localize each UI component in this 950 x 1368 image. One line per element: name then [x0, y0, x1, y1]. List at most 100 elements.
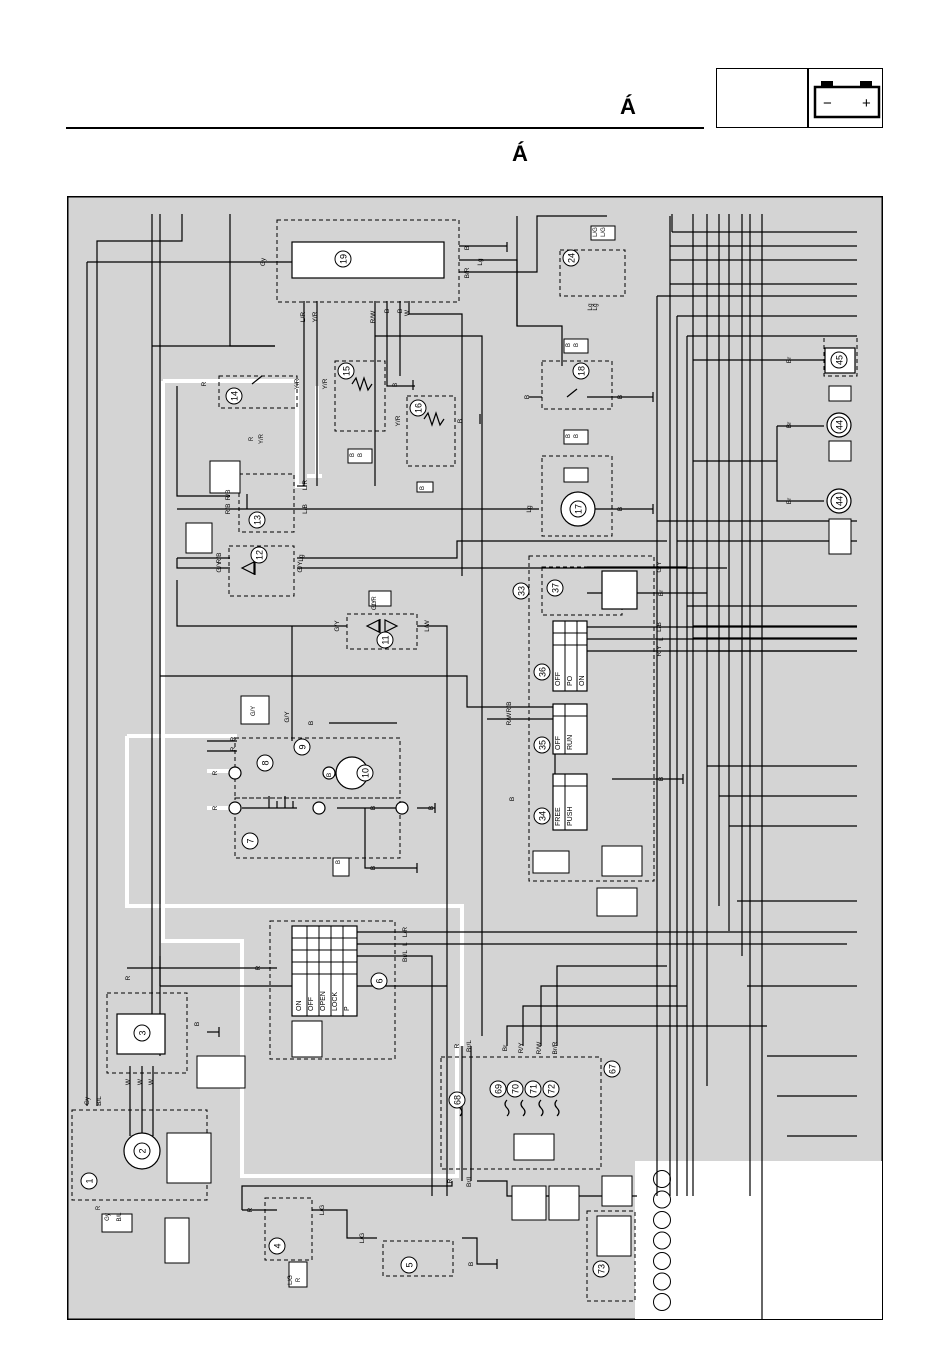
component-number: 45: [835, 355, 845, 365]
component-badge: 44: [830, 416, 848, 434]
legend-circle: [653, 1272, 671, 1291]
component-number: 67: [608, 1064, 618, 1074]
wire-color-label: G/Y: [334, 620, 341, 632]
component-number: 18: [577, 366, 587, 376]
connector-pin-label: L/G: [593, 227, 599, 237]
header-rule: [66, 127, 704, 129]
component-number: 44: [835, 496, 845, 506]
component-badge: 5: [400, 1256, 418, 1274]
wire-color-label: R: [454, 1043, 461, 1048]
component-badge: 10: [356, 764, 374, 782]
component-number: 2: [138, 1148, 148, 1153]
wire-color-label: L/G: [319, 1205, 326, 1215]
connector-blocks: [101, 225, 852, 1288]
wire-color-label: Y/R: [312, 311, 319, 322]
wire-color-label: Br/L: [402, 950, 409, 962]
component-badge: 4: [268, 1237, 286, 1255]
wire-color-label: Lg: [587, 303, 594, 311]
connector-pin-label: B: [574, 343, 580, 347]
component-badge: 8: [256, 754, 274, 772]
legend-circle: [653, 1293, 671, 1311]
wire-color-label: B: [524, 395, 531, 399]
connector-pin-label: R: [249, 436, 255, 441]
wire-color-label: R/W: [506, 712, 513, 726]
switch-position-label: FREE: [555, 807, 562, 826]
wire-color-label: Br/L: [466, 1040, 473, 1052]
component-badge: 18: [572, 362, 590, 380]
component-number: 6: [375, 978, 385, 983]
component-number: 72: [547, 1084, 557, 1094]
wire-color-label: Br: [786, 421, 793, 428]
connector-pin-label: L/G: [601, 227, 607, 237]
wire-color-label: R/W: [536, 1041, 543, 1055]
wire-color-label: L/W: [424, 619, 431, 631]
wire-color-label: Br: [658, 589, 665, 596]
component-number: 71: [529, 1084, 539, 1094]
component-number: 33: [517, 586, 527, 596]
legend-panel: [635, 1161, 882, 1319]
ground-symbols: [218, 242, 684, 1269]
component-number: 8: [261, 760, 271, 765]
connector-pin-label: B: [566, 434, 572, 438]
switch-position-label: PO: [567, 675, 574, 686]
wire-color-label: B: [509, 797, 516, 801]
component-badge: 37: [546, 579, 564, 597]
wire-color-label: Lg: [592, 303, 599, 311]
wire-color-label: L/G: [359, 1233, 366, 1243]
wire-color-label: B: [617, 395, 624, 399]
battery-minus: −: [823, 95, 832, 112]
component-badge: 12: [250, 546, 268, 564]
switch-position-label: OFF: [555, 736, 562, 750]
component-badge: 17: [569, 500, 587, 518]
switch-position-label: OFF: [308, 997, 315, 1011]
component-badge: 33: [512, 582, 530, 600]
wire-color-label: G/Y: [284, 711, 291, 723]
wire-color-label: L/R: [300, 312, 307, 322]
connector-pin-label: B: [358, 453, 364, 457]
component-number: 35: [538, 740, 548, 750]
component-number: 69: [494, 1084, 504, 1094]
wire-color-label: G/Y: [297, 561, 304, 573]
switch-position-label: OPEN: [320, 991, 327, 1011]
switch-tables: [292, 621, 587, 1016]
wire-color-label: R: [230, 736, 237, 741]
switch-position-label: RUN: [567, 735, 574, 750]
component-badge: 67: [603, 1060, 621, 1078]
connector-pin-label: G/Y: [251, 706, 257, 716]
component-number: 5: [405, 1262, 415, 1267]
component-badge: 6: [370, 972, 388, 990]
wire-color-label: Br: [786, 497, 793, 504]
wire-color-label: R: [247, 1207, 254, 1212]
wire-color-label: G/Y: [216, 561, 223, 573]
wire-color-label: R/W: [370, 310, 377, 324]
connector-pin-label: B: [350, 453, 356, 457]
wire-color-label: B: [308, 721, 315, 725]
component-number: 4: [273, 1243, 283, 1248]
wire-color-label: Br: [786, 356, 793, 363]
wiring-diagram: 1234567891011121314151617181924333435363…: [67, 196, 883, 1320]
section-icon-box: − +: [716, 68, 883, 128]
wire-color-label: R: [447, 1178, 454, 1183]
component-number: 12: [255, 550, 265, 560]
wire-color-label: R/B: [506, 702, 513, 713]
wire-color-label: B: [457, 419, 464, 423]
component-badge: 7: [241, 832, 259, 850]
wire-color-label: B: [428, 806, 435, 810]
wire-color-label: Lg: [477, 258, 484, 266]
connector-pin-label: R: [296, 1277, 302, 1282]
wire-color-label: L/B: [302, 504, 309, 514]
header-mark-1: Á: [620, 94, 636, 119]
component-badge: 44: [830, 492, 848, 510]
component-number: 1: [85, 1178, 95, 1183]
header-mark-2: Á: [512, 141, 528, 166]
legend-circle: [653, 1170, 671, 1188]
component-badge: 14: [225, 387, 243, 405]
wire-color-label: G/Y: [656, 561, 663, 573]
component-badge: 2: [133, 1142, 151, 1160]
component-badge: 34: [533, 807, 551, 825]
legend-circle: [653, 1190, 671, 1209]
switch-position-label: PUSH: [567, 807, 574, 826]
wire-color-label: R: [125, 975, 132, 980]
component-number: 73: [597, 1264, 607, 1274]
wire-color-label: R/Y: [656, 645, 663, 657]
